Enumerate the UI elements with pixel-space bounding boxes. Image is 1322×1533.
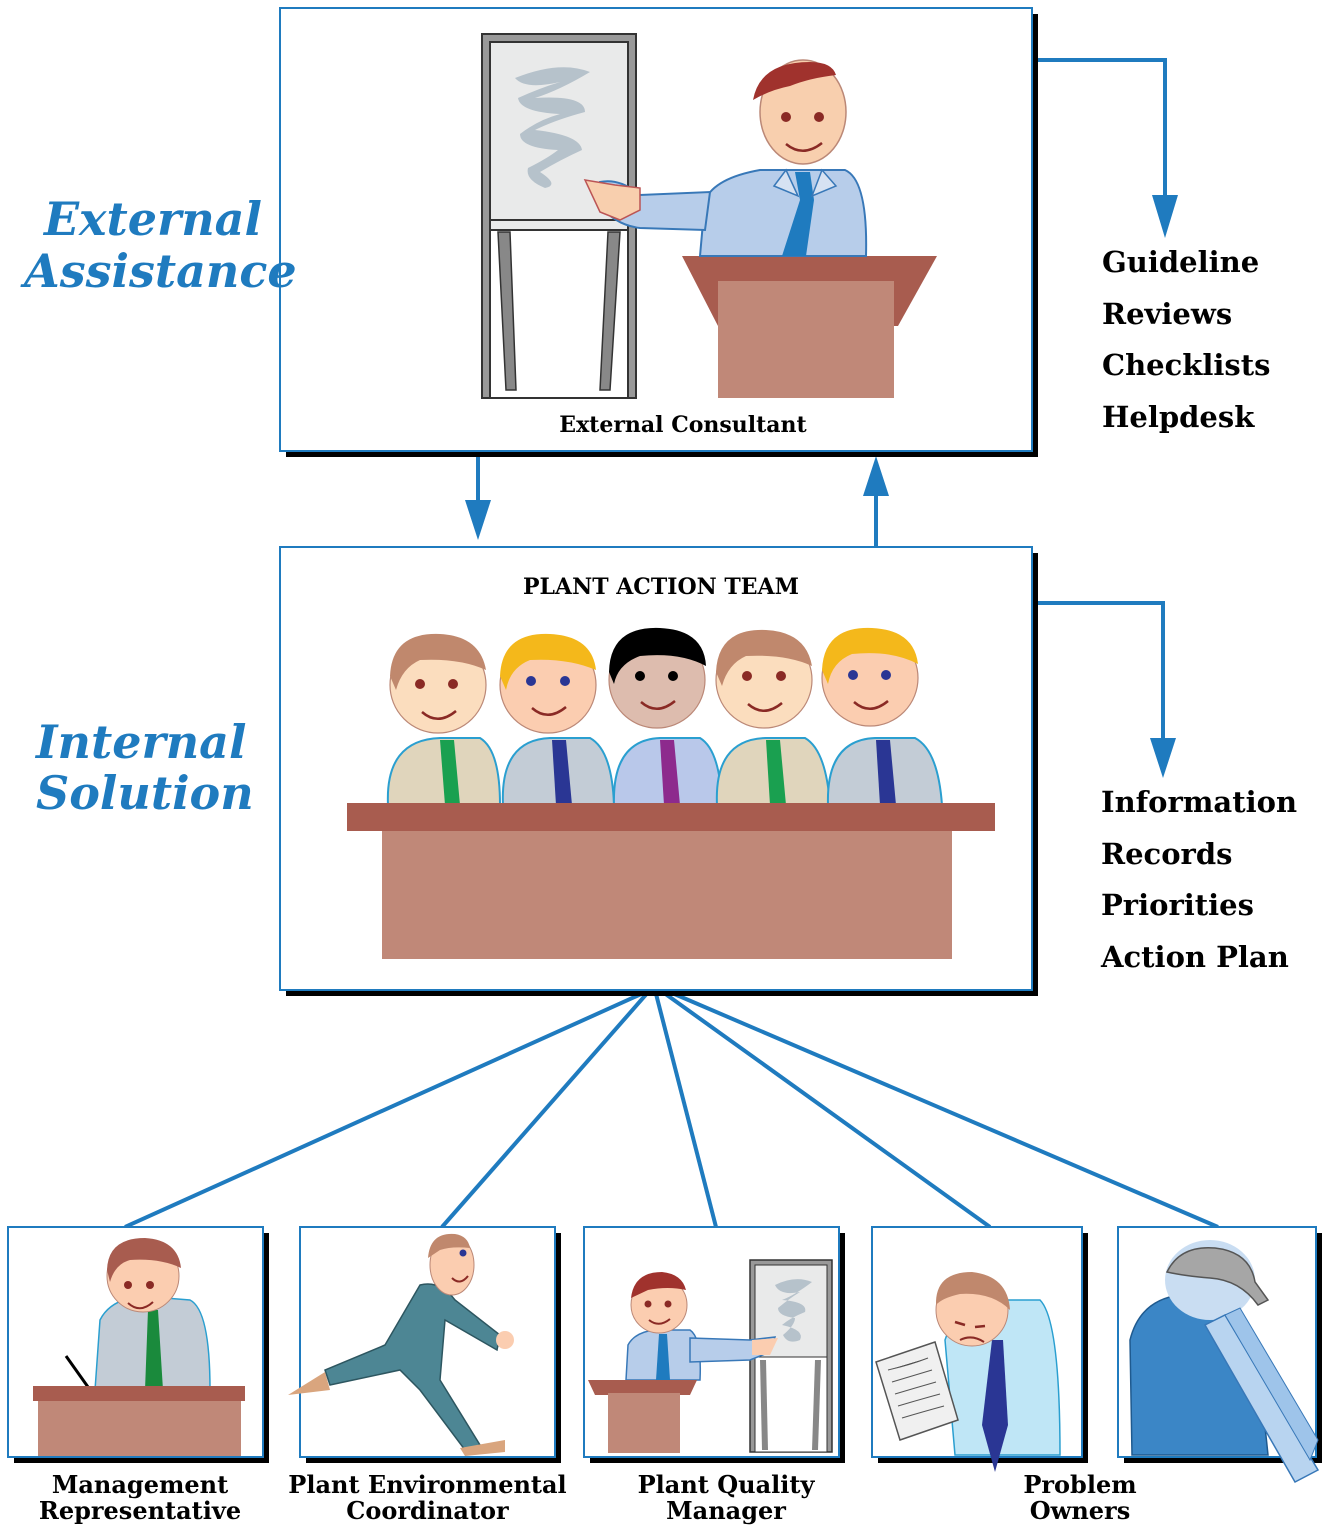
internal-label-line1: Internal (36, 715, 247, 769)
team-member-2 (499, 633, 616, 806)
consultant-caption: External Consultant (559, 412, 807, 438)
role-panel-problem-owner-2 (1117, 1226, 1322, 1483)
team-member-1 (386, 633, 502, 806)
external-assistance-label: External (44, 192, 262, 246)
role-panel-management (7, 1226, 269, 1463)
team-member-3 (608, 627, 724, 806)
role-label-line2: Representative (38, 1496, 242, 1526)
role-label-management: Management Representative (10, 1470, 270, 1526)
external-output-item: Checklists (1102, 348, 1271, 382)
role-label-line1: Management (51, 1470, 229, 1499)
internal-output-item: Priorities (1101, 888, 1254, 922)
role-label-line2: Manager (666, 1496, 786, 1526)
external-label-line2: Assistance (24, 244, 297, 298)
podium-illustration (682, 256, 937, 398)
external-output-item: Helpdesk (1102, 399, 1255, 434)
external-label-line1: External (44, 192, 262, 246)
role-label-quality-manager: Plant Quality Manager (596, 1470, 856, 1526)
team-box (279, 546, 1038, 996)
line-to-quality-manager (653, 989, 718, 1228)
role-label-coordinator: Plant Environmental Coordinator (285, 1470, 570, 1526)
internal-output-item: Records (1101, 836, 1233, 871)
presenter-illustration (583, 59, 868, 257)
team-desk-top (347, 803, 995, 831)
arrow-to-external-outputs (1033, 58, 1167, 205)
role-label-line1: Plant Quality (637, 1470, 815, 1499)
role-label-line1: Problem (1023, 1470, 1137, 1499)
internal-solution-label: Internal (36, 715, 247, 769)
role-label-line1: Plant Environmental (288, 1470, 567, 1499)
role-panel-quality-manager (583, 1226, 845, 1463)
line-to-problem-owner-2 (664, 988, 1219, 1229)
external-output-item: Guideline (1102, 245, 1260, 279)
internal-solution-label-2: Solution (36, 766, 254, 820)
role-label-problem-owners: Problem Owners (960, 1470, 1200, 1526)
line-to-coordinator (440, 988, 652, 1229)
connector-arrows (465, 58, 1178, 778)
line-to-management (124, 988, 651, 1229)
fanout-lines (124, 988, 1219, 1229)
internal-output-item: Action Plan (1101, 939, 1289, 974)
external-assistance-label-2: Assistance (24, 244, 297, 298)
team-desk-body (382, 831, 952, 959)
line-to-problem-owner-1 (658, 988, 992, 1229)
role-label-line2: Coordinator (346, 1496, 509, 1526)
team-caption: PLANT ACTION TEAM (523, 574, 799, 600)
external-output-item: Reviews (1102, 296, 1233, 331)
role-panel-coordinator (288, 1226, 561, 1463)
internal-label-line2: Solution (36, 766, 254, 820)
external-outputs-list: Guideline Reviews Checklists Helpdesk (1102, 237, 1270, 443)
role-panel-problem-owner-1 (871, 1226, 1088, 1472)
consultant-box (279, 7, 1038, 457)
team-member-5 (821, 627, 944, 806)
role-label-line2: Owners (1029, 1496, 1131, 1526)
internal-output-item: Information (1101, 785, 1298, 819)
team-member-4 (715, 629, 832, 806)
flipchart-scribble (515, 67, 590, 188)
arrow-to-internal-outputs (1033, 601, 1165, 740)
internal-outputs-list: Information Records Priorities Action Pl… (1101, 777, 1297, 983)
